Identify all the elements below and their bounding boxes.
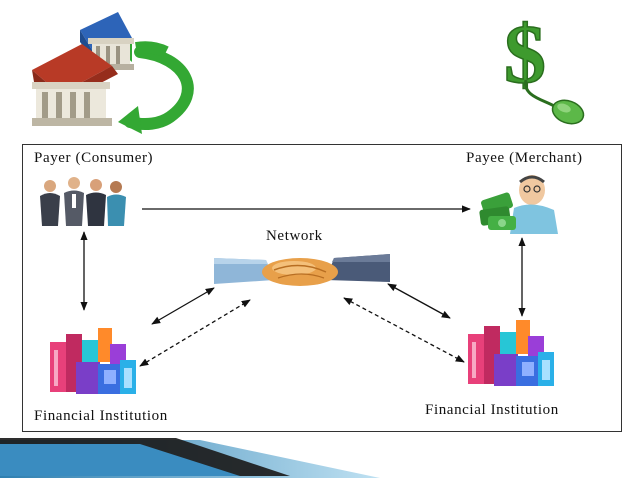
payee-label: Payee (Merchant) <box>466 150 583 166</box>
network-right-solid-arrow <box>387 283 451 319</box>
city-buildings-right-icon <box>468 320 554 386</box>
financial-institution-right-label: Financial Institution <box>425 402 559 418</box>
network-left-dashed-arrow <box>139 299 251 367</box>
dollar-mouse-icon: $ <box>503 7 585 125</box>
handshake-icon <box>214 254 390 286</box>
network-label: Network <box>266 228 323 244</box>
payer-label: Payer (Consumer) <box>34 150 154 166</box>
financial-institution-left-label: Financial Institution <box>34 408 168 424</box>
city-buildings-left-icon <box>50 328 136 394</box>
merchant-money-icon <box>479 175 558 234</box>
houses-exchange-icon <box>32 12 194 134</box>
svg-text:$: $ <box>504 8 546 101</box>
people-group-icon <box>40 177 126 226</box>
network-right-dashed-arrow <box>343 297 465 363</box>
network-left-solid-arrow <box>151 287 215 325</box>
bottom-banner <box>0 438 380 478</box>
